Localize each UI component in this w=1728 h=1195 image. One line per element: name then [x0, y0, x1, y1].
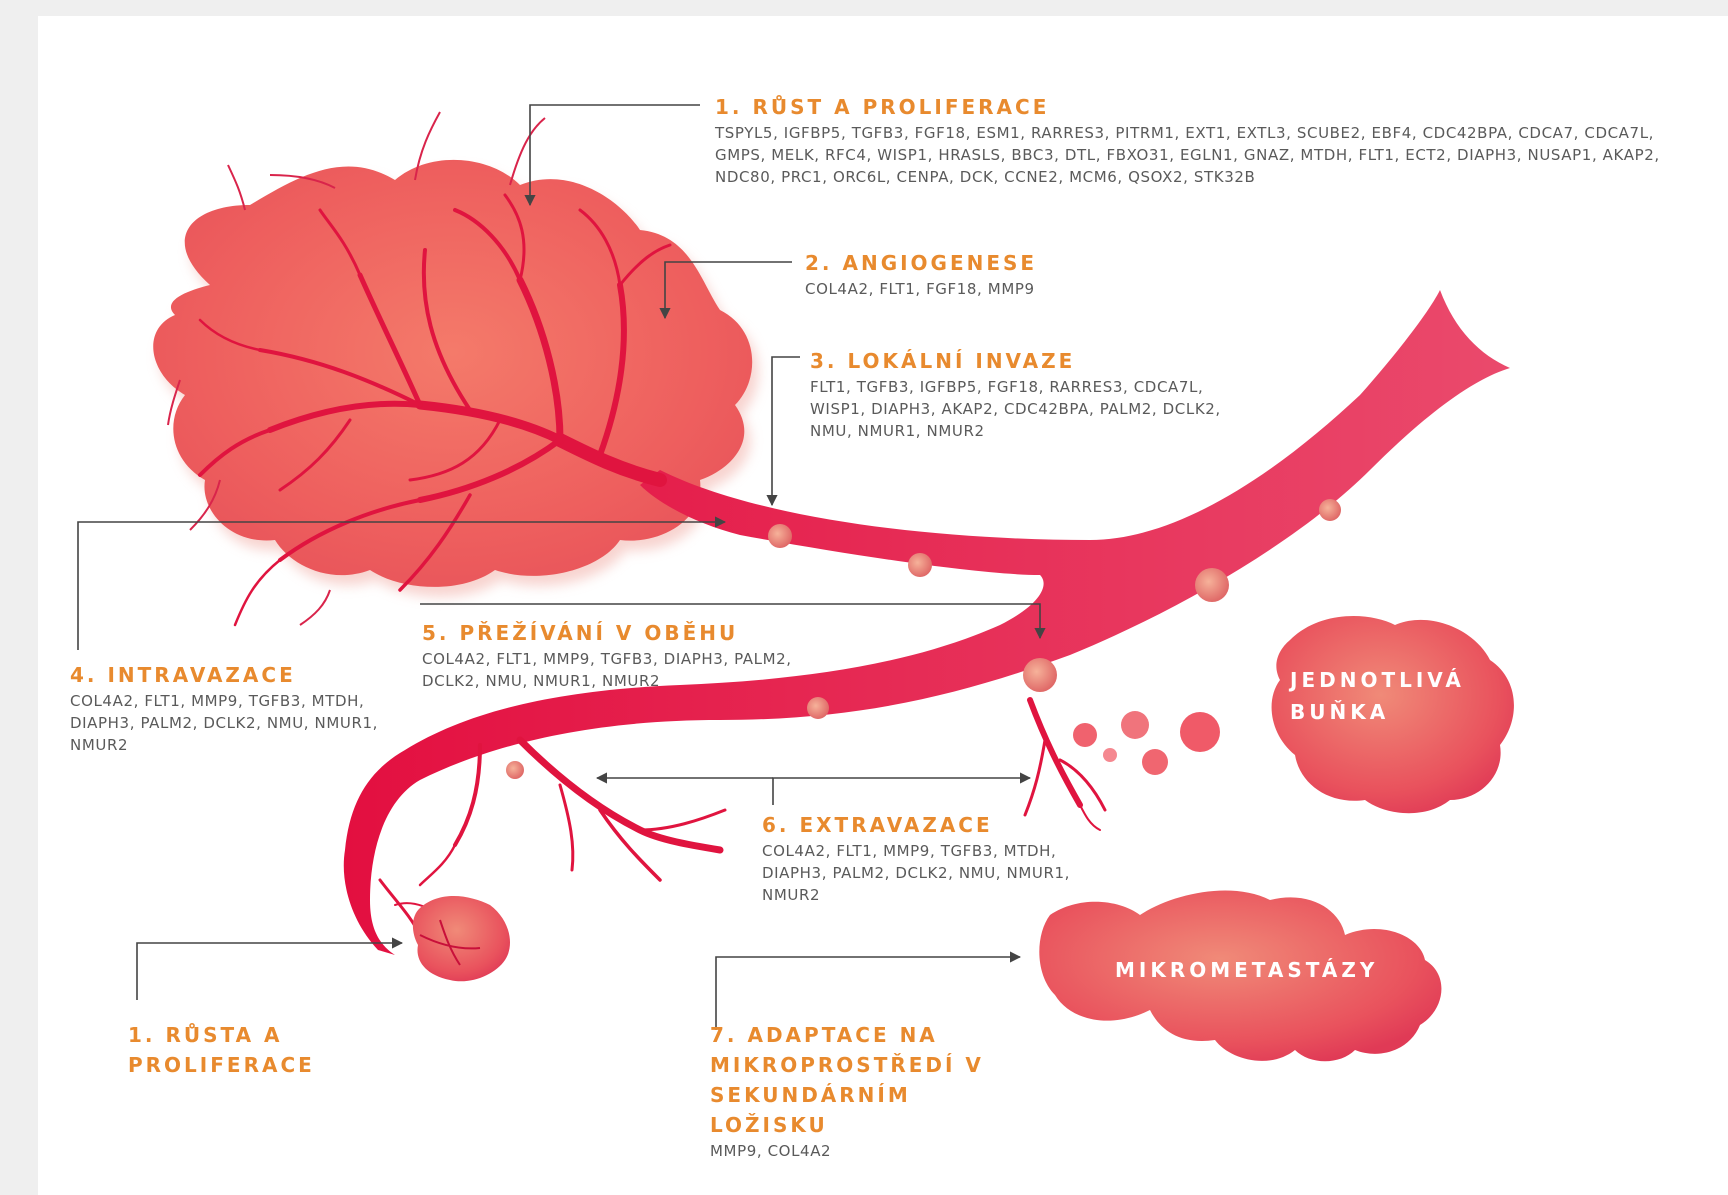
step-3-title: 3. LOKÁLNÍ INVAZE — [810, 346, 1230, 376]
step-5-genes: COL4A2, FLT1, MMP9, TGFB3, DIAPH3, PALM2… — [422, 648, 822, 692]
step-3-genes: FLT1, TGFB3, IGFBP5, FGF18, RARRES3, CDC… — [810, 376, 1230, 442]
primary-tumor — [153, 112, 758, 625]
step-1-genes: TSPYL5, IGFBP5, TGFB3, FGF18, ESM1, RARR… — [715, 122, 1705, 188]
extravasating-cells — [1073, 711, 1220, 775]
step-3-local-invasion: 3. LOKÁLNÍ INVAZE FLT1, TGFB3, IGFBP5, F… — [810, 346, 1230, 442]
step-2-angiogenesis: 2. ANGIOGENESE COL4A2, FLT1, FGF18, MMP9 — [805, 248, 1205, 300]
step-1b-growth: 1. RŮSTA A PROLIFERACE — [128, 1020, 348, 1080]
step-6-title: 6. EXTRAVAZACE — [762, 810, 1092, 840]
step-5-circulation-survival: 5. PŘEŽÍVÁNÍ V OBĚHU COL4A2, FLT1, MMP9,… — [422, 618, 822, 692]
step-4-genes: COL4A2, FLT1, MMP9, TGFB3, MTDH, DIAPH3,… — [70, 690, 390, 756]
step-1-growth: 1. RŮST A PROLIFERACE TSPYL5, IGFBP5, TG… — [715, 92, 1715, 188]
step-7-genes: MMP9, COL4A2 — [710, 1140, 1030, 1162]
step-5-title: 5. PŘEŽÍVÁNÍ V OBĚHU — [422, 618, 822, 648]
step-4-intravasation: 4. INTRAVAZACE COL4A2, FLT1, MMP9, TGFB3… — [70, 660, 400, 756]
step-1b-title: 1. RŮSTA A PROLIFERACE — [128, 1020, 348, 1080]
step-7-adaptation: 7. ADAPTACE NA MIKROPROSTŘEDÍ V SEKUNDÁR… — [710, 1020, 1030, 1162]
micrometastases-label: MIKROMETASTÁZY — [1115, 954, 1378, 986]
single-cell-label: JEDNOTLIVÁ BUŇKA — [1290, 664, 1460, 728]
step-4-title: 4. INTRAVAZACE — [70, 660, 400, 690]
step-2-genes: COL4A2, FLT1, FGF18, MMP9 — [805, 278, 1205, 300]
step-6-genes: COL4A2, FLT1, MMP9, TGFB3, MTDH, DIAPH3,… — [762, 840, 1082, 906]
step-6-extravasation: 6. EXTRAVAZACE COL4A2, FLT1, MMP9, TGFB3… — [762, 810, 1092, 906]
step-2-title: 2. ANGIOGENESE — [805, 248, 1205, 278]
step-1-title: 1. RŮST A PROLIFERACE — [715, 92, 1715, 122]
secondary-small-tumor — [413, 896, 510, 981]
step-7-title: 7. ADAPTACE NA MIKROPROSTŘEDÍ V SEKUNDÁR… — [710, 1020, 1010, 1140]
